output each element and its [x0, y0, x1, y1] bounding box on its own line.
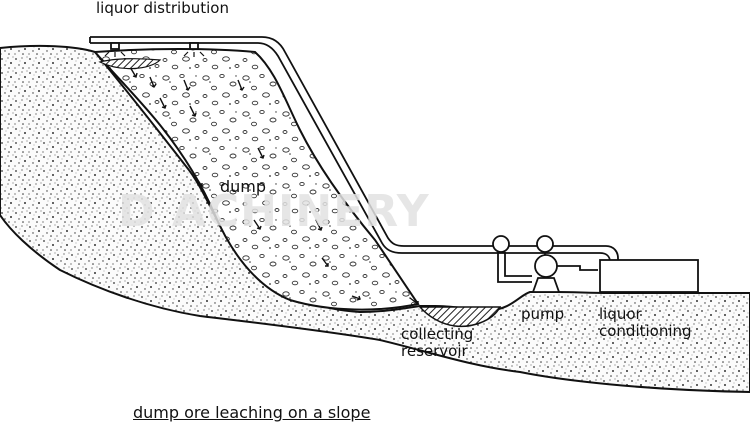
conditioning-line-1: liquor [599, 305, 642, 323]
figure-caption: dump ore leaching on a slope [133, 403, 371, 422]
flow-arrows [129, 66, 419, 305]
reservoir-line-1: collecting [401, 325, 474, 343]
dump-label: dump [220, 177, 267, 196]
collecting-reservoir-label: collecting reservoir [401, 326, 473, 360]
collecting-reservoir [418, 306, 502, 328]
conditioning-line-2: conditioning [599, 322, 692, 340]
watermark: D ACHINERY [118, 186, 430, 237]
pump-label: pump [521, 305, 565, 323]
pump-assembly [492, 235, 598, 293]
distribution-pipe [89, 36, 619, 263]
top-liquor-pool [98, 58, 162, 70]
liquor-distribution-label: liquor distribution [96, 0, 229, 17]
conditioning-tank [599, 259, 699, 293]
liquor-conditioning-label: liquor conditioning [599, 306, 692, 340]
reservoir-line-2: reservoir [401, 342, 468, 360]
